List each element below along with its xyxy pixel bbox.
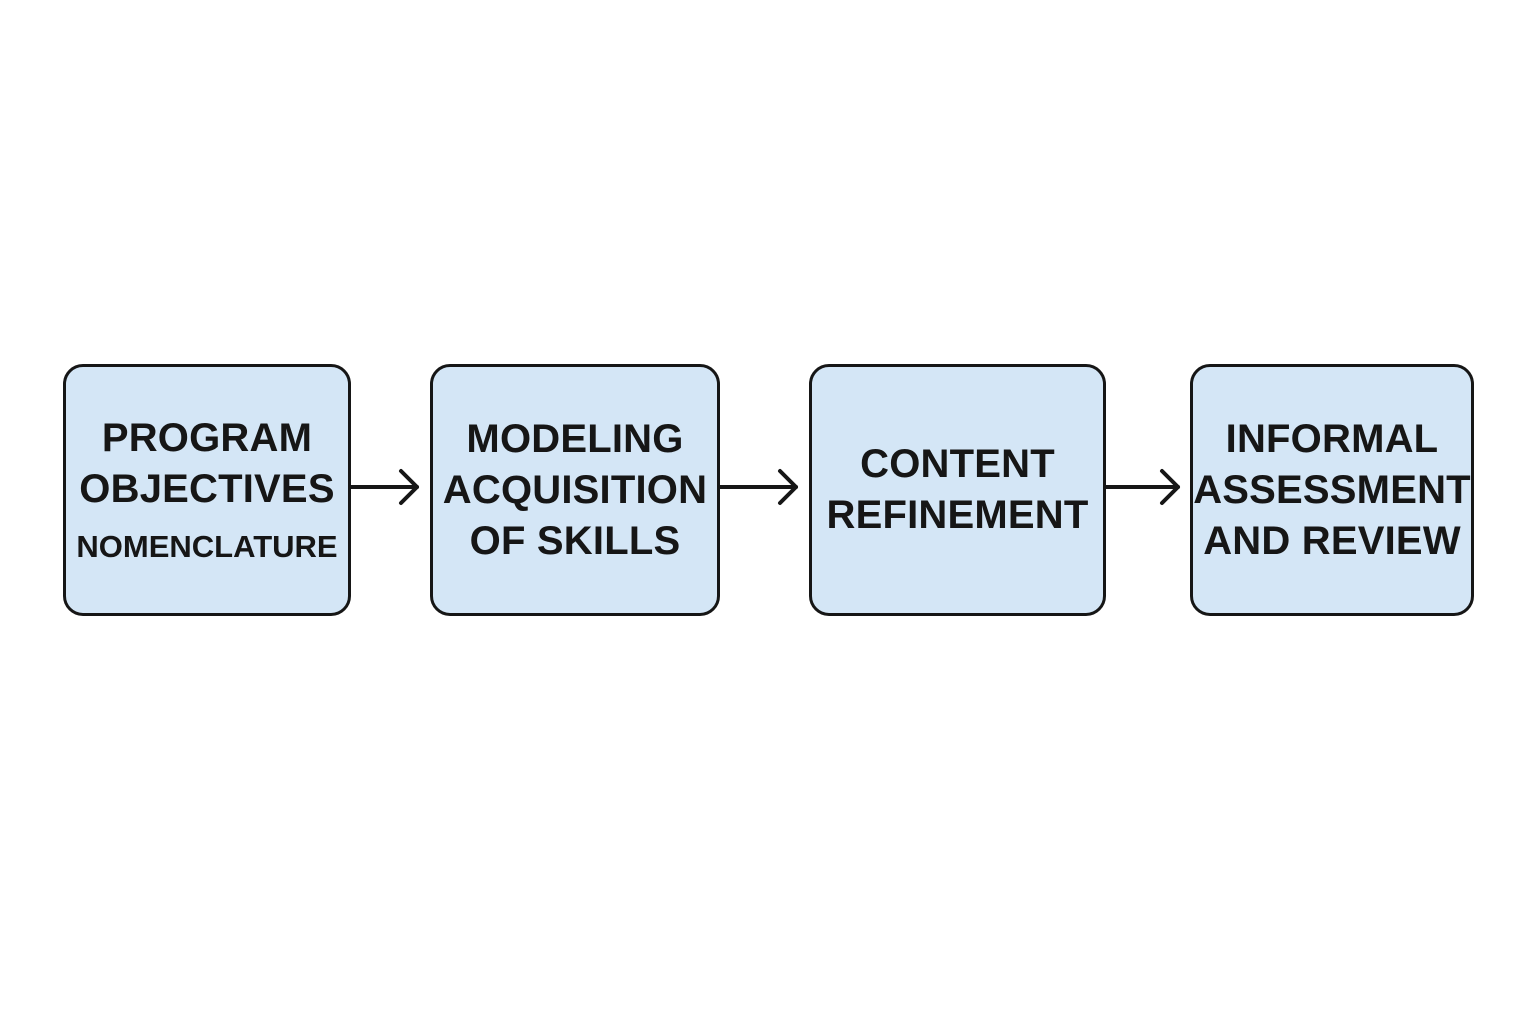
- arrow-right-icon: [1104, 467, 1184, 507]
- step-title-line: REFINEMENT: [826, 493, 1089, 537]
- step-title-line: CONTENT: [860, 442, 1055, 486]
- arrow-right-icon: [349, 467, 423, 507]
- step-title-line: AND REVIEW: [1203, 518, 1461, 563]
- step-title-line: INFORMAL: [1225, 416, 1439, 461]
- step-box-content-refinement: CONTENT REFINEMENT: [809, 364, 1106, 616]
- step-title-line: MODELING: [466, 416, 684, 461]
- step-title-line: OBJECTIVES: [79, 467, 335, 511]
- step-title: PROGRAM OBJECTIVES: [79, 413, 334, 515]
- step-subtitle: NOMENCLATURE: [76, 529, 338, 564]
- step-box-modeling-acquisition: MODELING ACQUISITION OF SKILLS: [430, 364, 720, 616]
- step-box-informal-assessment: INFORMAL ASSESSMENT AND REVIEW: [1190, 364, 1474, 616]
- step-title-line: PROGRAM: [101, 416, 313, 460]
- step-title-line: OF SKILLS: [469, 518, 681, 563]
- step-title: MODELING ACQUISITION OF SKILLS: [443, 414, 707, 567]
- step-title-line: ASSESSMENT: [1193, 467, 1471, 512]
- step-title: CONTENT REFINEMENT: [827, 439, 1089, 541]
- step-title: INFORMAL ASSESSMENT AND REVIEW: [1193, 414, 1471, 567]
- arrow-right-icon: [718, 467, 802, 507]
- step-box-program-objectives: PROGRAM OBJECTIVES NOMENCLATURE: [63, 364, 351, 616]
- step-title-line: ACQUISITION: [442, 467, 708, 512]
